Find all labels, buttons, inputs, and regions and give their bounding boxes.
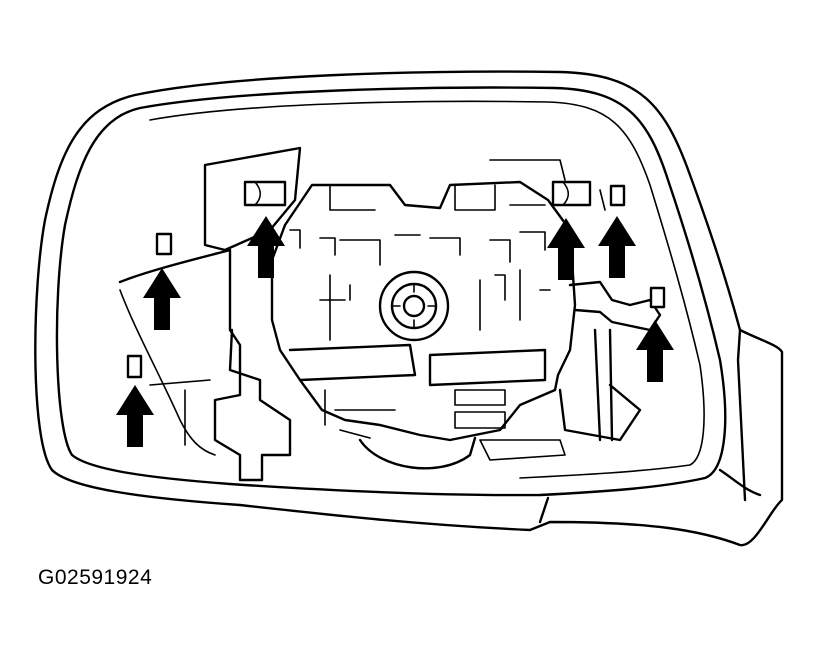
clip-arrow-2 [247,216,285,278]
mirror-housing-outline [34,70,784,547]
clip-tab-1-curve [254,181,262,206]
clip-slot-1 [155,232,173,256]
plate-inner-ribs [289,229,551,341]
clip-tab-1 [243,180,287,207]
left-bracket-outline [118,248,292,482]
right-bracket-post [558,328,642,442]
clip-arrow-5 [598,216,636,278]
clip-slot-2 [126,354,143,379]
plate-bottom-ribs [324,389,506,439]
pivot-hub-center [402,294,426,318]
figure-id-label: G02591924 [38,566,153,589]
pivot-hub-notches [391,283,437,329]
clip-tab-2-curve [562,181,570,206]
pivot-hub-outer [378,270,450,342]
clip-arrows [116,216,674,447]
right-top-channel [489,159,606,211]
right-bracket-outline [568,280,662,332]
housing-lower-trim [538,328,762,524]
plate-lower-frame [288,343,547,387]
clip-arrow-3 [116,385,154,447]
plate-top-tabs [329,184,546,211]
clip-arrow-4 [547,218,585,280]
clip-slot-4 [649,286,666,309]
mirror-glass-edge [149,100,705,479]
mount-bottom-lobe [358,436,477,470]
clip-arrow-6 [636,320,674,382]
clip-slot-3 [609,184,626,207]
clip-tab-2 [551,180,592,207]
clip-arrow-1 [143,268,181,330]
mirror-housing-inner-edge [55,86,727,497]
right-lower-bracket [479,439,566,461]
left-lower-curve [119,289,216,456]
